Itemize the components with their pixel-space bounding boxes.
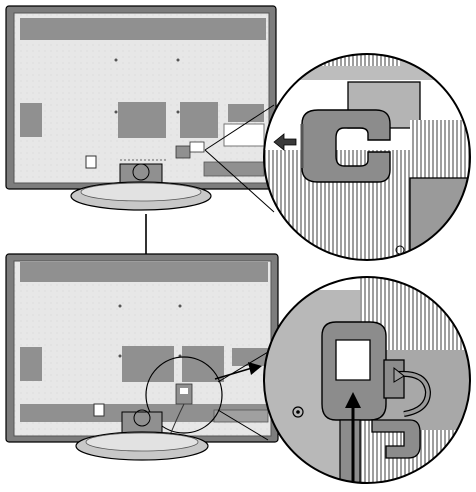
arrow-left-icon — [273, 133, 297, 151]
callout-arrow-icon — [214, 362, 262, 380]
cable-holder-small-slot — [180, 388, 188, 394]
vent-block-left — [20, 103, 42, 137]
screw-center — [296, 410, 300, 414]
screw-dot — [118, 304, 122, 308]
vent-block-center — [118, 102, 166, 138]
screw-dot — [114, 58, 118, 62]
zoom-line-top-lower — [204, 149, 275, 213]
tv-rear-panel — [13, 12, 270, 184]
stand-base-top — [80, 182, 202, 202]
rotate-arrow-icon-inner — [397, 372, 430, 416]
screw-dot — [176, 58, 180, 62]
top-band — [20, 18, 266, 40]
clip-slot — [335, 339, 371, 381]
stand-screw-ring — [132, 163, 150, 181]
rotate-arrow-head — [393, 366, 405, 383]
port-box — [85, 155, 97, 169]
cable-holder-small — [175, 145, 191, 159]
vent-block-far-right — [232, 348, 268, 366]
terminal-panel — [223, 123, 265, 147]
screw-dot — [176, 110, 180, 114]
bottom-detail-callout — [263, 276, 471, 484]
clip-lower-hook — [371, 419, 421, 459]
screw-dot — [118, 354, 122, 358]
screw-dot — [114, 110, 118, 114]
screw-icon — [292, 406, 304, 418]
top-tv-stand — [70, 163, 212, 211]
screw-dot — [178, 304, 182, 308]
top-band — [20, 262, 268, 282]
stand-screw-ring — [133, 409, 151, 427]
terminal-strip — [213, 409, 269, 423]
highlight-circle — [145, 356, 223, 434]
vent-block-right — [180, 102, 218, 138]
vent-block-far-right — [228, 104, 264, 122]
port-box — [93, 403, 105, 417]
bottom-tv-back — [5, 253, 279, 443]
hatched-right — [410, 120, 470, 180]
port-small — [189, 141, 205, 153]
zoom-line-top-upper — [204, 104, 275, 151]
top-tv-back — [5, 5, 277, 190]
top-detail-callout — [263, 53, 471, 261]
gray-block-lower — [409, 177, 470, 260]
zoom-line-bottom-lower — [217, 409, 269, 441]
arrow-up-icon — [345, 392, 361, 482]
stand-base-top — [85, 432, 199, 452]
vent-block-left — [20, 347, 42, 381]
terminal-strip — [203, 161, 265, 177]
zoom-line-bottom-upper — [217, 351, 269, 383]
bottom-tv-stand — [75, 409, 209, 461]
cable-holder-clip — [301, 109, 391, 183]
vent-block-center — [122, 346, 174, 382]
